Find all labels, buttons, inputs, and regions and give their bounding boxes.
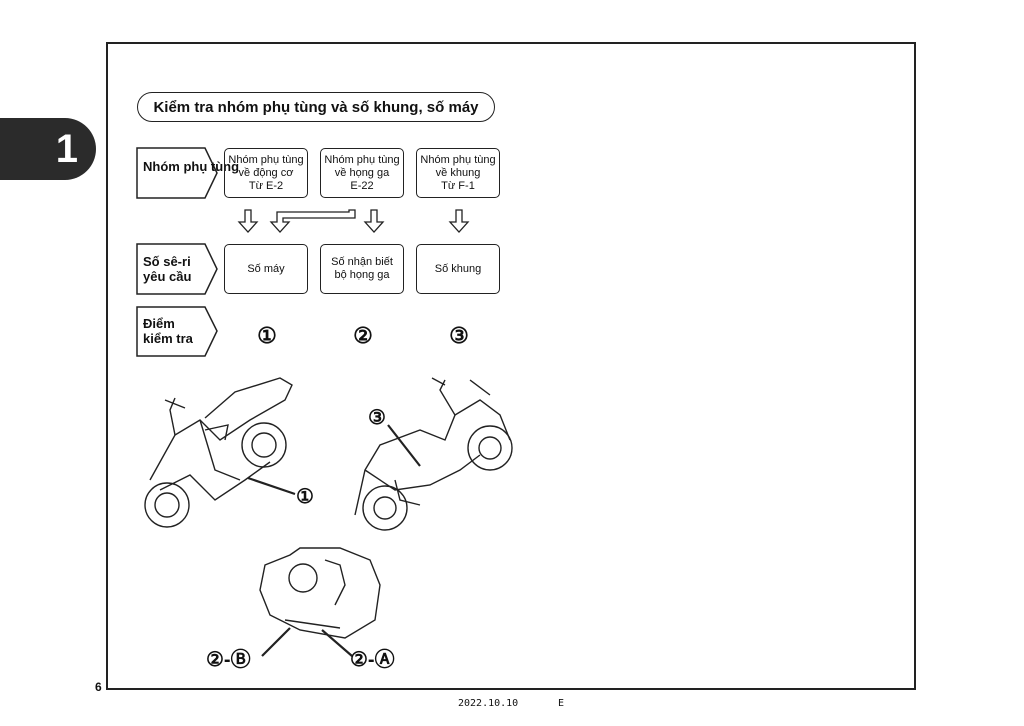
motorcycle-rear-illustration bbox=[354, 377, 513, 531]
serial-line: bộ họng ga bbox=[334, 269, 390, 281]
row-label-serial: Số sê-ri yêu cầu bbox=[143, 254, 192, 284]
serial-box-throttle: Số nhận biết bộ họng ga bbox=[320, 244, 404, 294]
motorcycle-side-illustration bbox=[144, 377, 296, 528]
down-arrow-icon bbox=[363, 209, 385, 233]
group-box-throttle: Nhóm phụ tùng về họng ga E-22 bbox=[320, 148, 404, 198]
row-label-shape-check bbox=[136, 306, 218, 357]
footer-date: 2022.10.10 bbox=[458, 698, 519, 709]
page-frame bbox=[106, 42, 916, 690]
section-title: Kiểm tra nhóm phụ tùng và số khung, số m… bbox=[137, 92, 495, 122]
callout-frame-number: ③ bbox=[368, 407, 386, 429]
row-label-group: Nhóm phụ tùng bbox=[143, 159, 240, 174]
group-line: Từ F-1 bbox=[441, 179, 475, 192]
row-label-check: Điểm kiểm tra bbox=[143, 316, 193, 346]
row-label-shape-serial bbox=[136, 243, 218, 295]
group-box-frame: Nhóm phụ tùng về khung Từ F-1 bbox=[416, 148, 500, 198]
callout-engine-number: ① bbox=[296, 486, 314, 508]
check-point-3: ③ bbox=[449, 323, 469, 348]
chapter-number: 1 bbox=[55, 126, 78, 171]
serial-line: Số nhận biết bbox=[331, 256, 393, 268]
group-line: E-22 bbox=[350, 179, 374, 192]
bent-arrow-icon bbox=[269, 209, 356, 233]
group-line: về họng ga bbox=[334, 166, 390, 179]
group-line: Nhóm phụ tùng bbox=[420, 153, 496, 166]
serial-box-frame: Số khung bbox=[416, 244, 500, 294]
row-label-shape-group bbox=[136, 147, 218, 199]
page-number: 6 bbox=[95, 680, 102, 694]
serial-box-engine: Số máy bbox=[224, 244, 308, 294]
serial-line: Số khung bbox=[434, 262, 482, 275]
check-point-2: ② bbox=[353, 323, 373, 348]
group-line: về động cơ bbox=[238, 166, 294, 179]
group-line: Từ E-2 bbox=[248, 179, 284, 192]
callout-throttle-b: ②-Ⓑ bbox=[206, 649, 251, 671]
footer-code: E bbox=[558, 698, 565, 709]
throttle-body-illustration bbox=[259, 547, 381, 657]
down-arrow-icon bbox=[448, 209, 470, 233]
group-line: Nhóm phụ tùng bbox=[324, 153, 400, 166]
check-point-1: ① bbox=[257, 323, 277, 348]
chapter-tab: 1 bbox=[0, 118, 96, 180]
serial-line: Số máy bbox=[247, 262, 285, 275]
group-box-engine: Nhóm phụ tùng về động cơ Từ E-2 bbox=[224, 148, 308, 198]
down-arrow-icon bbox=[237, 209, 259, 233]
callout-throttle-a: ②-Ⓐ bbox=[350, 649, 395, 671]
group-line: Nhóm phụ tùng bbox=[228, 153, 304, 166]
group-line: về khung bbox=[435, 166, 481, 179]
